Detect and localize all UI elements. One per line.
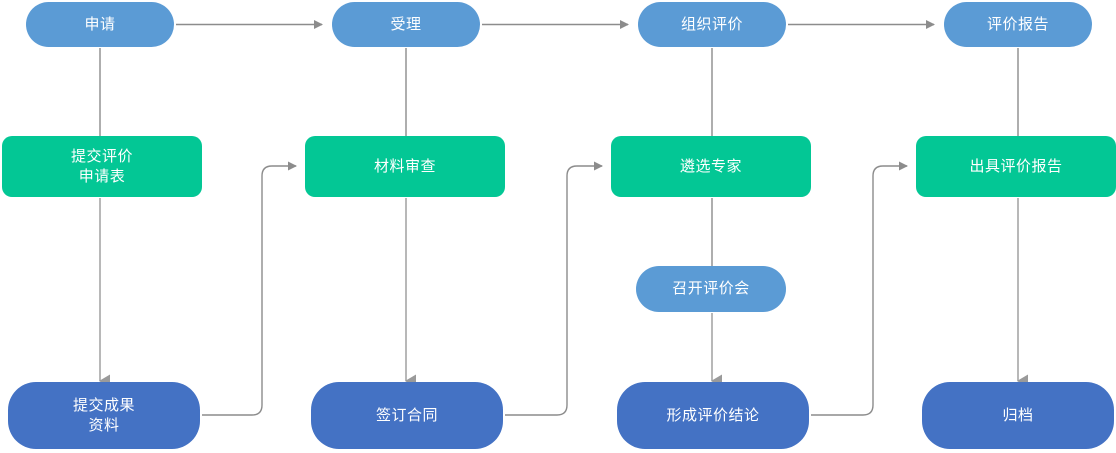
node-apply[interactable]: 申请: [26, 2, 174, 47]
node-submit-application-form[interactable]: 提交评价 申请表: [2, 136, 202, 197]
node-apply-label: 申请: [84, 15, 116, 33]
node-submit-application-form-label: 提交评价 申请表: [70, 147, 133, 185]
edge-conclusion-to-issue: [811, 161, 908, 416]
node-select-experts[interactable]: 遴选专家: [611, 136, 811, 197]
node-form-conclusion[interactable]: 形成评价结论: [617, 382, 809, 449]
node-archive-label: 归档: [1002, 406, 1034, 424]
node-select-experts-label: 遴选专家: [679, 157, 742, 175]
node-issue-evaluation-report[interactable]: 出具评价报告: [916, 136, 1116, 197]
node-evaluation-report[interactable]: 评价报告: [944, 2, 1092, 47]
node-hold-evaluation-meeting[interactable]: 召开评价会: [636, 266, 786, 312]
node-material-review-label: 材料审查: [373, 157, 436, 175]
node-accept[interactable]: 受理: [332, 2, 480, 47]
node-sign-contract[interactable]: 签订合同: [311, 382, 503, 449]
node-archive[interactable]: 归档: [922, 382, 1114, 449]
edge-submit-to-review: [202, 161, 297, 416]
node-issue-evaluation-report-label: 出具评价报告: [969, 157, 1063, 175]
node-submit-achievement-materials-label: 提交成果 资料: [72, 396, 135, 434]
node-organize-evaluation-label: 组织评价: [680, 15, 743, 33]
node-hold-evaluation-meeting-label: 召开评价会: [672, 280, 750, 297]
edge-contract-to-experts: [505, 161, 603, 416]
node-submit-achievement-materials[interactable]: 提交成果 资料: [8, 382, 200, 449]
node-form-conclusion-label: 形成评价结论: [666, 406, 760, 424]
node-organize-evaluation[interactable]: 组织评价: [638, 2, 786, 47]
node-material-review[interactable]: 材料审查: [305, 136, 505, 197]
node-evaluation-report-label: 评价报告: [986, 15, 1049, 33]
node-accept-label: 受理: [390, 15, 422, 33]
node-sign-contract-label: 签订合同: [375, 406, 438, 424]
